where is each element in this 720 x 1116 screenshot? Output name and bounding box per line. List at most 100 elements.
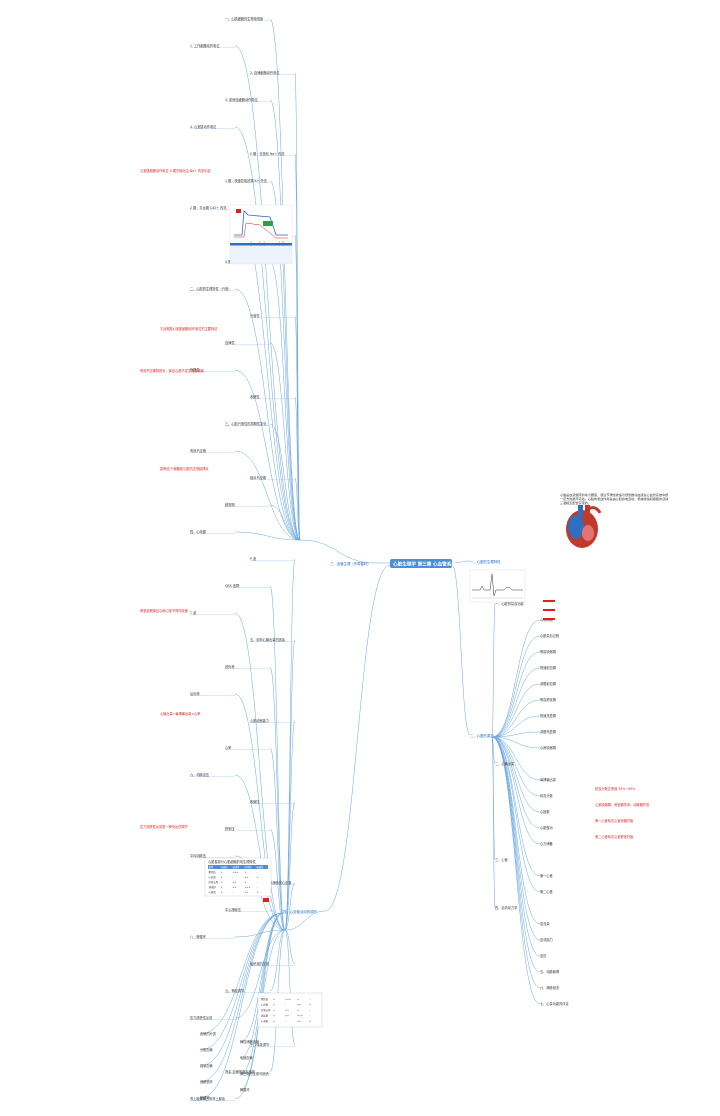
left-node[interactable]: 2. 自律细胞动作电位	[250, 70, 280, 75]
left-node[interactable]: 1 期：快速复极初期 K+ 外流	[225, 178, 268, 183]
left-node[interactable]: 平均动脉压	[190, 853, 207, 858]
left-node[interactable]: 1. 工作细胞动作电位	[190, 43, 220, 48]
left-red-notes: 心室肌细胞动作电位 0 期去极化由 Na+ 内流引起平台期是心室肌细胞动作电位的…	[140, 168, 218, 829]
bottom-node[interactable]: 容量血管	[200, 1063, 213, 1068]
red-note[interactable]: 心输出量=每搏输出量×心率	[160, 711, 201, 716]
left-node[interactable]: 八、微循环	[190, 934, 206, 939]
left-node[interactable]: 心肌收缩能力	[250, 718, 269, 723]
left-node[interactable]: 心率	[225, 745, 232, 750]
right-node[interactable]: 心脏做功	[540, 825, 553, 830]
right-node[interactable]: 二、心输出量	[495, 761, 515, 766]
table-cell: +	[221, 881, 223, 884]
left-node[interactable]: 自律性	[225, 340, 235, 345]
right-node[interactable]: 七、心泵功能的评定	[540, 1001, 569, 1006]
bottom-node[interactable]: 脑循环	[200, 1095, 210, 1100]
bottom-node[interactable]: 毛细血管	[240, 1055, 253, 1060]
left-node[interactable]: 相对不应期	[250, 475, 266, 480]
red-note[interactable]: 窦房结 P 细胞是心脏的正常起搏点	[160, 466, 209, 471]
connector-line	[294, 477, 301, 541]
right-node[interactable]: 血压	[540, 953, 547, 958]
right-red-notes: 射血分数正常值 55%~65% 心室收缩期：房室瓣关闭，动脉瓣开放第一心音标志心室…	[595, 786, 650, 839]
red-note[interactable]: 平台期是心室肌细胞动作电位的主要特征	[160, 326, 218, 331]
left-node[interactable]: 超常期	[225, 502, 235, 507]
right-node[interactable]: 等容收缩期	[540, 649, 556, 654]
left-node[interactable]: 舒张压	[225, 826, 235, 831]
right-node[interactable]: 血流量	[540, 921, 550, 926]
connector-line	[491, 736, 541, 957]
branch-1[interactable]: 一、心脏的生理特性	[470, 559, 501, 564]
red-note[interactable]: 压力感受性反射是一种负反馈调节	[140, 824, 189, 829]
branch-4[interactable]: 四、心血管活动的调节	[283, 909, 318, 914]
bottom-node[interactable]: 弹性储器血管	[240, 1039, 259, 1044]
red-note[interactable]: 心室肌细胞动作电位 0 期去极化由 Na+ 内流引起	[140, 168, 211, 173]
right-node[interactable]: 每搏输出量	[540, 777, 557, 782]
bottom-node[interactable]: 淋巴液的生成与回流	[240, 1071, 269, 1076]
connector-line	[269, 342, 301, 541]
right-node[interactable]: 血流阻力	[540, 937, 553, 942]
bottom-node[interactable]: 冠脉循环	[200, 1079, 213, 1084]
bottom-node[interactable]: 肺循环	[240, 1087, 250, 1092]
left-node[interactable]: 收缩压	[250, 799, 260, 804]
connector-line	[269, 828, 286, 931]
left-node[interactable]: 六、动脉血压	[190, 772, 210, 777]
left-node[interactable]: T 波	[189, 610, 197, 615]
branch-3[interactable]: 三、血管生理（外周循环）	[330, 561, 371, 566]
right-node[interactable]: 心力储备	[540, 841, 554, 846]
left-node[interactable]: 压力感受性反射	[190, 1015, 213, 1020]
left-node[interactable]: 2 期：平台期 Ca2+ 内流	[190, 205, 227, 210]
left-node[interactable]: 3. 窦房结细胞动作电位	[225, 97, 259, 102]
table-cell: +++	[233, 871, 239, 874]
right-node[interactable]: 一、心脏的泵血功能	[495, 601, 524, 606]
bottom-node[interactable]: 血管的分类	[200, 1031, 217, 1036]
right-red-note[interactable]: 第一心音标志心室收缩开始	[595, 818, 634, 823]
right-node[interactable]: 等容舒张期	[540, 697, 556, 702]
right-node[interactable]: 六、静脉回流	[540, 985, 560, 990]
left-node[interactable]: 四、心电图	[190, 529, 206, 534]
left-node[interactable]: 4. 心室肌动作电位	[190, 124, 217, 129]
left-node[interactable]: 一、心肌细胞的生物电现象	[225, 16, 264, 21]
right-node[interactable]: 第二心音	[540, 889, 554, 894]
bottom-node[interactable]: 分配血管	[200, 1047, 213, 1052]
table-header-cell	[244, 865, 256, 869]
right-node[interactable]: 心房收缩期	[540, 745, 556, 750]
left-node[interactable]: 兴奋性	[250, 313, 260, 318]
left-node[interactable]: 三、心肌兴奋性的周期性变化	[225, 421, 267, 426]
red-note[interactable]: 房室延搁保证心房心室不同时收缩	[140, 608, 189, 613]
right-node[interactable]: 快速射血期	[540, 665, 556, 670]
left-node[interactable]: 收缩性	[250, 394, 260, 399]
branch-2[interactable]: 二、心脏的泵血	[470, 733, 494, 738]
table-cell: 房室交界	[209, 880, 219, 884]
left-node[interactable]: 肾上腺素和去甲肾上腺素	[190, 1096, 226, 1101]
root-node[interactable]: 心脏生理学 第三章 心血管系统	[390, 559, 456, 568]
left-node[interactable]: 后负荷	[190, 691, 200, 696]
left-node[interactable]: P 波	[250, 556, 257, 561]
left-node[interactable]: 九、神经调节	[225, 988, 245, 993]
left-node[interactable]: 传导性	[190, 367, 200, 372]
red-note[interactable]: 有效不应期特别长，保证心肌不发生强直收缩	[140, 368, 205, 373]
right-node[interactable]: 射血分数	[540, 793, 554, 798]
connector-line	[491, 736, 541, 973]
right-red-note[interactable]: 射血分数正常值 55%~65%	[595, 786, 635, 791]
left-node[interactable]: 肾素-血管紧张素系统	[225, 1069, 256, 1074]
right-node[interactable]: 第一心音	[540, 873, 554, 878]
right-node[interactable]: 减慢射血期	[540, 681, 556, 686]
left-node[interactable]: 0 期：去极化 Na+ 内流	[250, 151, 285, 156]
right-red-note[interactable]: 心室收缩期：房室瓣关闭，动脉瓣开放	[595, 802, 650, 807]
left-node[interactable]: 二、心肌的生理特性（兴奋）	[190, 286, 231, 291]
right-node[interactable]: 五、动脉脉搏	[540, 969, 560, 974]
left-node[interactable]: QRS 波群	[225, 583, 240, 588]
right-node[interactable]: 减慢充盈期	[540, 729, 556, 734]
left-node[interactable]: 十、体液调节	[250, 1042, 270, 1047]
right-node[interactable]: 四、血流动力学	[495, 905, 517, 910]
connector-line	[284, 558, 296, 931]
right-node[interactable]: 心脏泵血过程	[540, 633, 560, 638]
left-node[interactable]: 中心静脉压	[225, 907, 242, 912]
left-node[interactable]: 五、影响心输出量的因素	[250, 637, 286, 642]
right-node[interactable]: 心指数	[540, 809, 550, 814]
right-node[interactable]: 三、心音	[495, 857, 509, 862]
right-node[interactable]: 快速充盈期	[540, 713, 556, 718]
left-node[interactable]: 有效不应期	[190, 448, 206, 453]
right-red-note[interactable]: 第二心音标志心室舒张开始	[595, 834, 634, 839]
left-node[interactable]: 前负荷	[225, 664, 235, 669]
left-node[interactable]: 组织液的生成	[250, 961, 270, 966]
